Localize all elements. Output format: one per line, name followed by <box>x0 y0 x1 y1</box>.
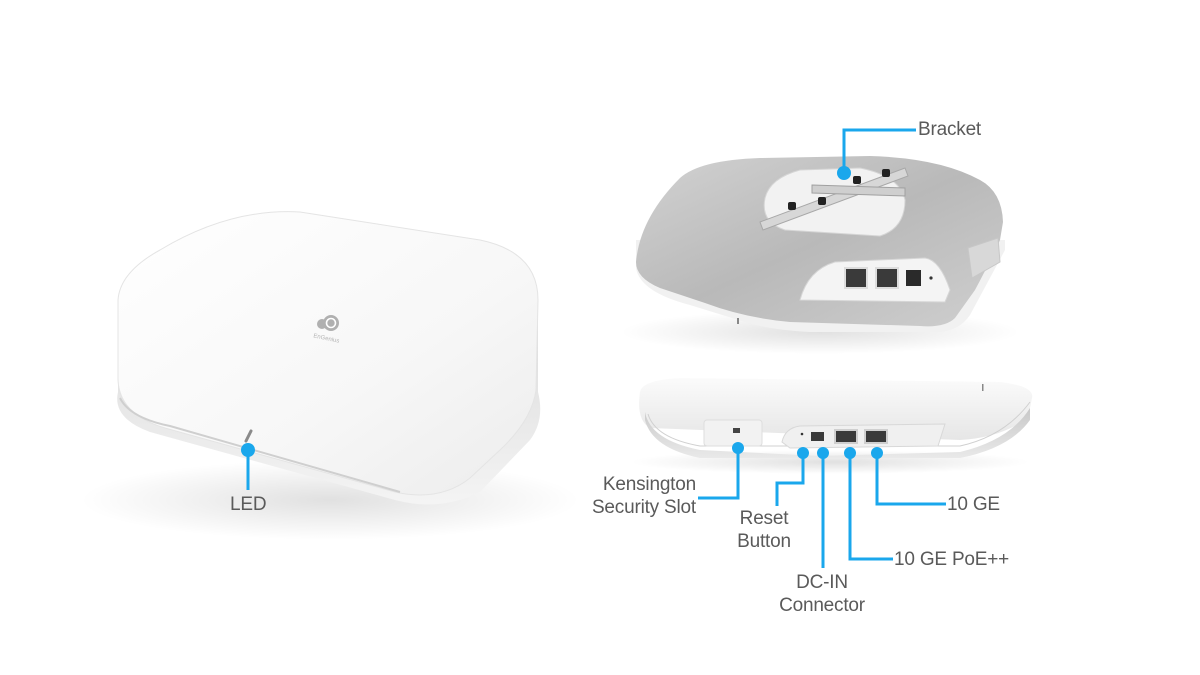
svg-text:EnGenius: EnGenius <box>313 333 340 344</box>
led-label: LED <box>230 494 267 515</box>
poe-label: 10 GE PoE++ <box>894 549 1010 570</box>
reset-callout-dot <box>797 447 809 459</box>
callout-lines <box>246 128 946 568</box>
dcin-callout-dot <box>817 447 829 459</box>
bracket-callout-dot <box>837 166 851 180</box>
dcin-label-line1: DC-IN <box>796 572 848 593</box>
kensington-label-line2: Security Slot <box>591 497 696 518</box>
kensington-callout-line <box>698 448 740 500</box>
rear-10ge-port <box>875 267 899 289</box>
kensington-label-line1: Kensington <box>602 474 696 495</box>
reset-label-line2: Button <box>737 531 791 552</box>
reset-label: Reset Button <box>726 507 802 553</box>
rear-dc-in-port <box>906 270 921 286</box>
kensington-callout-dot <box>732 442 744 454</box>
access-point-top-view: EnGenius <box>80 211 580 540</box>
reset-label-line1: Reset <box>739 508 789 529</box>
reset-callout-line <box>775 453 805 506</box>
side-10ge-poe-port <box>834 429 858 444</box>
poe-callout-line <box>848 453 893 561</box>
kensington-label: Kensington Security Slot <box>560 473 696 519</box>
access-point-side-view <box>630 378 1033 474</box>
side-dc-in-port <box>811 432 824 441</box>
bracket-label: Bracket <box>918 119 982 140</box>
poe-callout-dot <box>844 447 856 459</box>
ge-callout-dot <box>871 447 883 459</box>
dcin-label: DC-IN Connector <box>766 571 878 617</box>
dcin-label-line2: Connector <box>779 595 865 616</box>
access-point-rear-view <box>620 156 1020 354</box>
bracket-callout-line <box>842 128 916 173</box>
callout-dots <box>241 166 883 459</box>
side-10ge-port <box>864 429 888 444</box>
reset-pinhole <box>800 432 804 436</box>
led-indicator <box>244 429 253 443</box>
led-callout-dot <box>241 443 255 457</box>
kensington-slot <box>733 428 740 433</box>
ge-callout-line <box>875 453 946 506</box>
brand-logo: EnGenius <box>313 315 340 345</box>
ge-label: 10 GE <box>947 494 1000 515</box>
rear-10ge-poe-port <box>844 267 868 289</box>
